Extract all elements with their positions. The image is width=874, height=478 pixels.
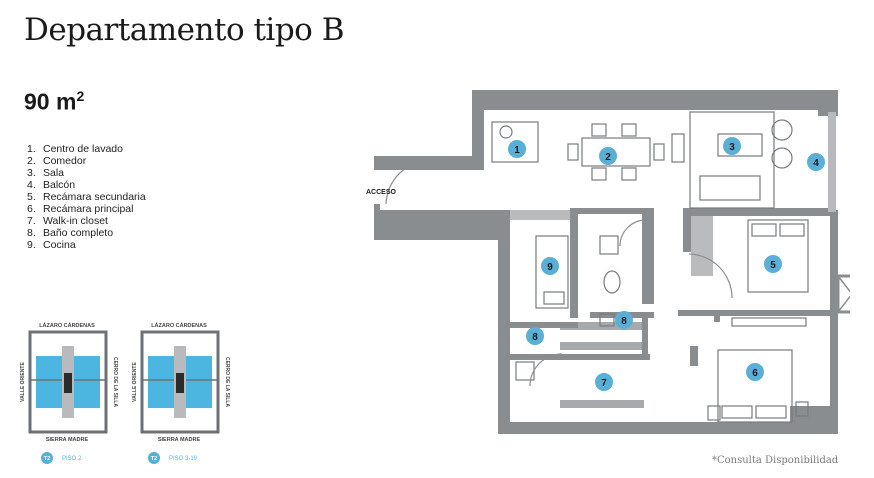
legend-item: 8. Baño completo [27,227,146,239]
legend-item: 1. Centro de lavado [27,143,146,155]
legend-label: Sala [43,167,65,179]
legend-number: 6. [27,203,36,215]
legend-label: Recámara secundaria [43,191,146,203]
legend-number: 1. [27,143,36,155]
highlighted-unit [36,356,62,408]
key-plan-street-top: LÁZARO CÁRDENAS [39,322,95,329]
room-marker-8b: 8 [621,316,627,327]
legend-number: 3. [27,167,36,179]
area-value: 90 m [24,88,77,115]
floor-label: PISO 3-19 [169,456,198,462]
key-plan-street-left: VALLE ORIENTE [132,362,138,402]
legend-label: Comedor [43,155,87,167]
legend-label: Centro de lavado [43,143,123,155]
legend-item: 4. Balcón [27,179,146,191]
key-plan-street-bottom: SIERRA MADRE [46,437,89,443]
key-plan-street-right: CERRO DE LA SILLA [112,357,118,407]
legend-item: 3. Sala [27,167,146,179]
key-plan-street-bottom: SIERRA MADRE [158,437,201,443]
door-swing [688,253,733,299]
area-unit: 2 [76,88,85,104]
room-legend: 1. Centro de lavado 2. Comedor 3. Sala 4. Ba… [27,143,146,251]
room-marker-8a: 8 [532,332,538,343]
legend-item: 5. Recámara secundaria [27,191,146,203]
legend-label: Balcón [43,179,76,191]
room-marker-5: 5 [770,260,776,271]
key-plan-piso-2: LÁZARO CÁRDENAS VALLE ORIENTE CERRO DE L… [20,322,118,464]
highlighted-unit [148,356,174,408]
legend-number: 4. [27,179,36,191]
legend-item: 9. Cocina [27,239,146,251]
key-plan-street-left: VALLE ORIENTE [20,362,26,402]
availability-note: *Consulta Disponibilidad [712,455,839,466]
unit-area: 90 m2 [24,88,84,116]
door-swing [529,353,563,387]
legend-label: Cocina [43,239,76,251]
legend-number: 7. [27,215,36,227]
legend-item: 6. Recámara principal [27,203,146,215]
highlighted-unit [74,356,100,408]
walls [374,90,838,434]
key-plan-street-top: LÁZARO CÁRDENAS [151,322,207,329]
legend-number: 9. [27,239,36,251]
room-marker-6: 6 [752,368,758,379]
tower-badge: T2 [151,456,157,462]
key-plan-piso-3-19: LÁZARO CÁRDENAS VALLE ORIENTE CERRO DE L… [132,322,230,464]
legend-number: 8. [27,227,36,239]
room-marker-1: 1 [514,145,520,156]
door-swing [619,219,647,247]
legend-item: 7. Walk-in closet [27,215,146,227]
room-marker-9: 9 [547,262,553,273]
highlighted-unit [186,356,212,408]
key-plan-street-right: CERRO DE LA SILLA [224,357,230,407]
room-marker-7: 7 [601,378,607,389]
room-marker-2: 2 [605,152,611,163]
legend-label: Baño completo [43,227,114,239]
room-marker-4: 4 [813,158,819,169]
page-title: Departamento tipo B [24,12,344,48]
legend-item: 2. Comedor [27,155,146,167]
access-label: ACCESO [366,189,397,196]
room-markers: 1 2 3 4 5 6 7 8 8 9 [508,137,825,391]
legend-label: Recámara principal [43,203,134,215]
floor-label: PISO 2 [62,456,82,462]
floor-plan: ACCESO [366,90,850,434]
legend-label: Walk-in closet [43,215,108,227]
tower-badge: T2 [44,456,50,462]
furniture [491,111,809,423]
legend-number: 5. [27,191,36,203]
door-swing [385,159,431,205]
room-marker-3: 3 [729,142,735,153]
legend-number: 2. [27,155,36,167]
